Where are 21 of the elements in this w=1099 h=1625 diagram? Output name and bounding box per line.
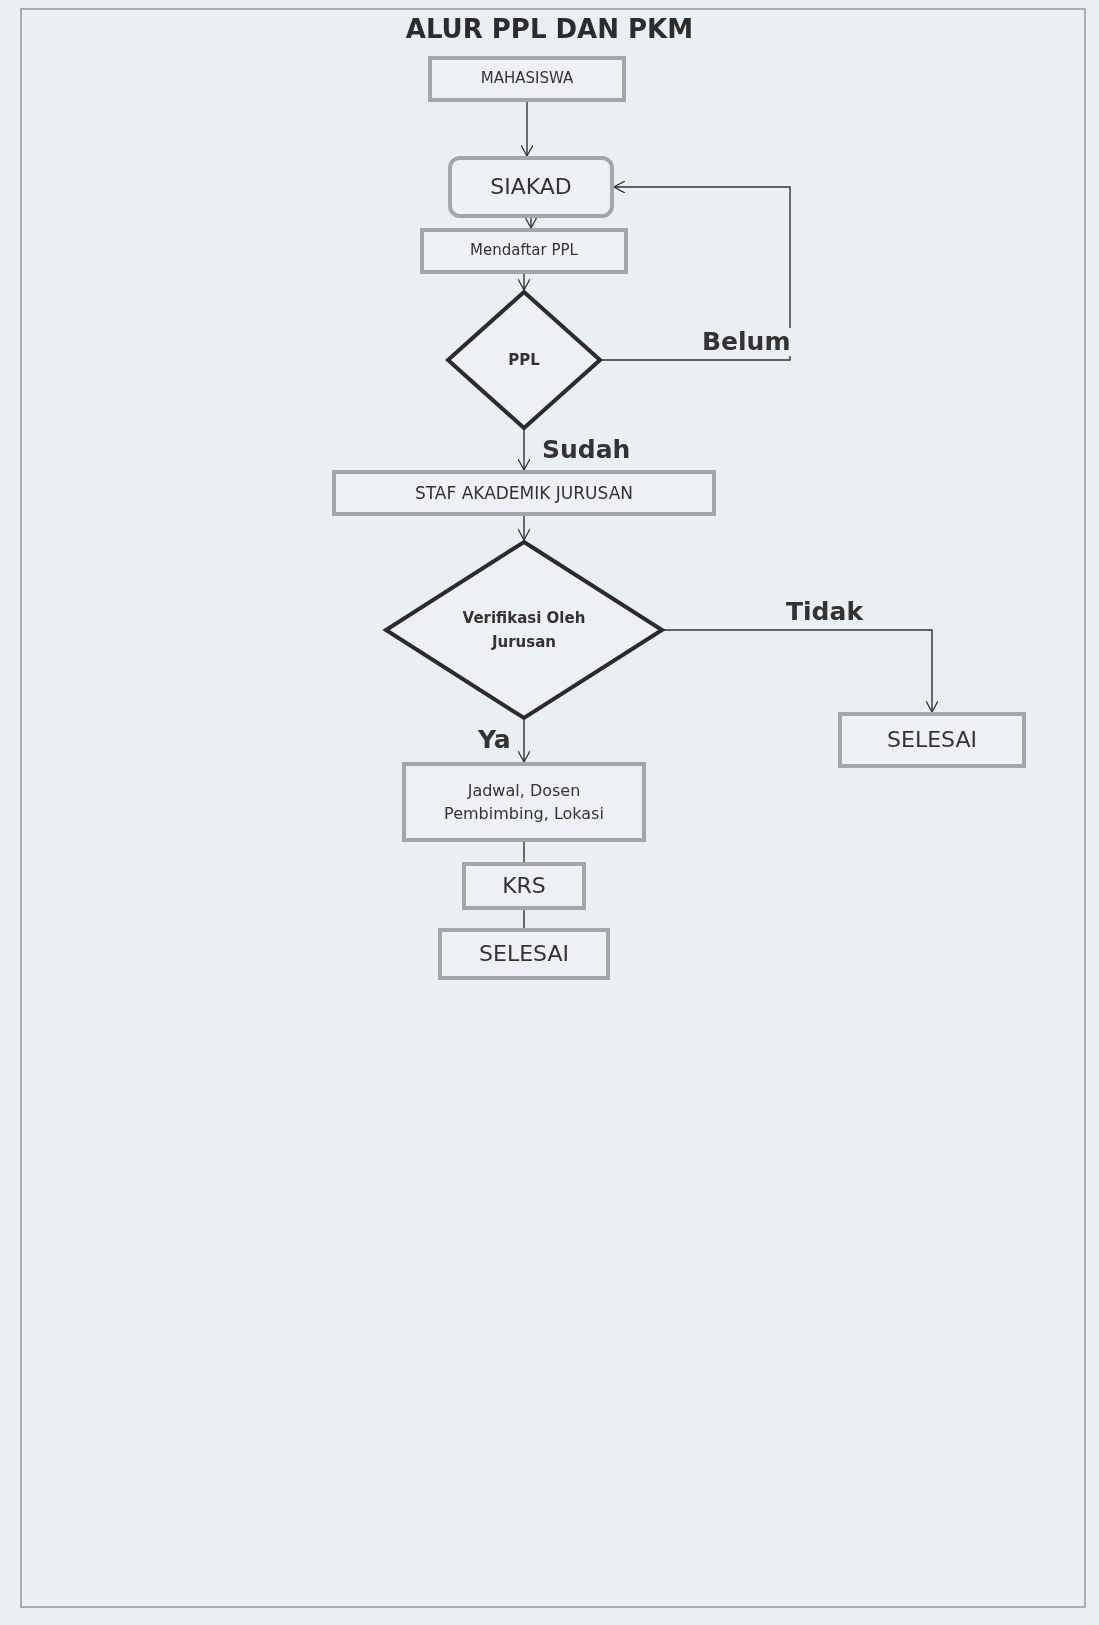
process-box: SELESAI [438,928,610,980]
arrow [524,216,538,229]
arrow [517,273,531,291]
decision-diamond [384,540,664,720]
process-box: MAHASISWA [428,56,626,102]
title: ALUR PPL DAN PKM [405,14,694,44]
decision-label: Verifikasi Oleh Jurusan [461,608,587,653]
arrow [601,180,791,361]
arrow [520,101,534,157]
process-box: Mendaftar PPL [420,228,628,274]
arrow [517,719,531,763]
rounded-box: SIAKAD [448,156,614,218]
arrow [517,515,531,541]
process-box: STAF AKADEMIK JURUSAN [332,470,716,516]
arrow [517,429,531,471]
process-box: SELESAI [838,712,1026,768]
arrow [663,629,939,713]
process-box: Jadwal, Dosen Pembimbing, Lokasi [402,762,646,842]
decision-diamond [446,290,602,430]
decision-label: PPL [508,350,540,371]
process-box: KRS [462,862,586,910]
